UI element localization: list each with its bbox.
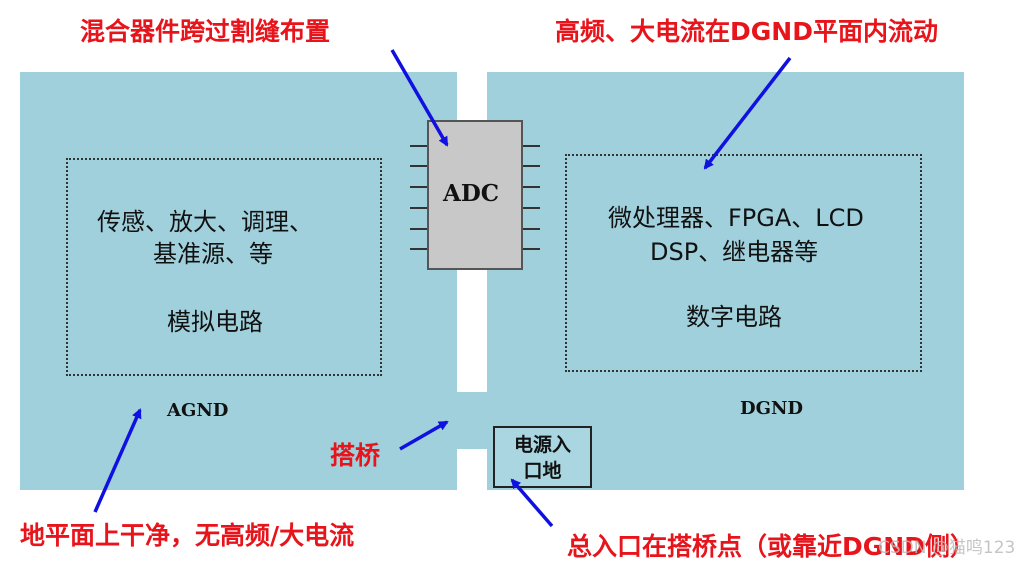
adc-pin (523, 186, 540, 188)
adc-pin (410, 165, 427, 167)
power-entry-line2: 口地 (523, 460, 562, 482)
analog-circuit-region (66, 158, 382, 376)
bridge-strip (456, 392, 488, 449)
analog-desc-line2: 基准源、等 (153, 240, 273, 268)
watermark: CSDN @猫鸣123 (878, 538, 1016, 558)
adc-pin (523, 207, 540, 209)
digital-circuit-region (565, 154, 922, 372)
arrow-to-digital (703, 56, 792, 170)
adc-pin (523, 228, 540, 230)
clean-ground-note: 地平面上干净，无高频/大电流 (20, 521, 355, 550)
mixed-component-note: 混合器件跨过割缝布置 (80, 17, 331, 46)
adc-pin (410, 248, 427, 250)
bridge-note: 搭桥 (330, 441, 381, 470)
power-entry-line1: 电源入 (513, 434, 571, 456)
high-freq-note: 高频、大电流在DGND平面内流动 (555, 17, 938, 46)
arrow-to-agnd (93, 408, 142, 513)
dgnd-label: DGND (740, 398, 804, 419)
analog-desc-line1: 传感、放大、调理、 (97, 208, 313, 236)
agnd-plane (20, 72, 457, 490)
adc-pin (523, 145, 540, 147)
analog-circuit-title: 模拟电路 (167, 308, 263, 336)
entry-point-note: 总入口在搭桥点（或靠近DGND侧） (567, 532, 975, 561)
adc-pin (410, 145, 427, 147)
adc-pin (410, 186, 427, 188)
adc-pin (523, 248, 540, 250)
digital-circuit-title: 数字电路 (686, 303, 782, 331)
arrow-to-bridge (399, 420, 449, 451)
arrow-to-power-entry (510, 478, 554, 528)
adc-pin (410, 228, 427, 230)
digital-desc-line2: DSP、继电器等 (650, 238, 819, 266)
arrow-to-adc (390, 49, 449, 147)
adc-pin (523, 165, 540, 167)
adc-pin (410, 207, 427, 209)
digital-desc-line1: 微处理器、FPGA、LCD (608, 204, 864, 232)
power-entry-box: 电源入 口地 (493, 426, 592, 488)
agnd-label: AGND (167, 400, 229, 421)
adc-label: ADC (443, 180, 500, 207)
